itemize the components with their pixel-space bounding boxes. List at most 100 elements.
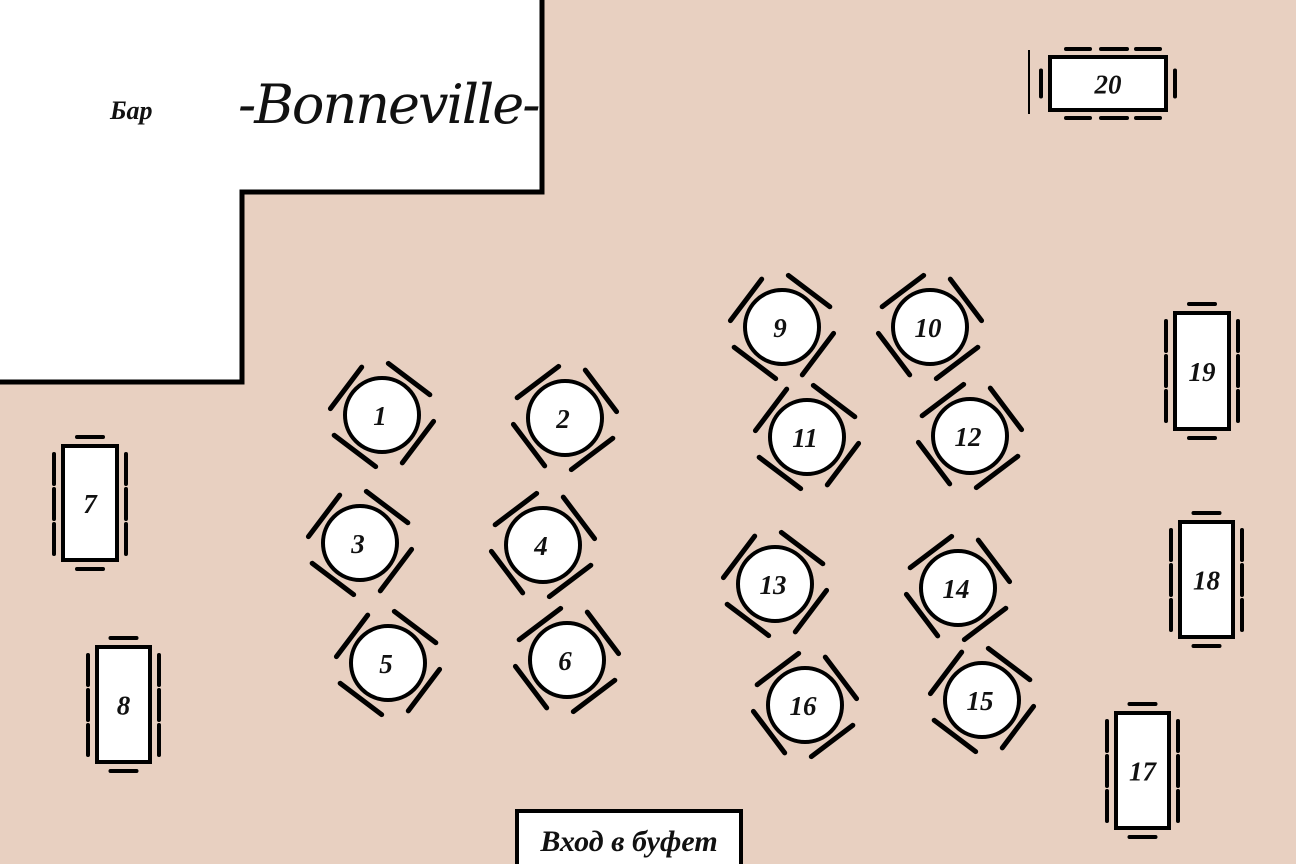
chair xyxy=(810,382,858,420)
chair xyxy=(405,666,443,714)
chair xyxy=(975,537,1013,585)
chair xyxy=(931,717,979,755)
table-top xyxy=(1048,55,1168,112)
chair xyxy=(824,440,862,488)
table-11[interactable]: 11 xyxy=(752,382,862,492)
table-top xyxy=(943,661,1021,739)
table-top xyxy=(321,504,399,582)
table-5[interactable]: 5 xyxy=(333,608,443,718)
entrance-box xyxy=(515,809,743,864)
chair xyxy=(512,663,550,711)
table-16[interactable]: 16 xyxy=(750,650,860,760)
bar-label: Бар xyxy=(109,96,153,125)
entrance-label: Вход в буфет xyxy=(539,825,717,858)
chair xyxy=(727,276,765,324)
table-number: 9 xyxy=(773,313,787,343)
table-4[interactable]: 4 xyxy=(488,490,598,600)
table-number: 4 xyxy=(533,531,548,561)
chair xyxy=(808,722,856,760)
entrance-button[interactable]: Вход в буфет xyxy=(515,809,743,864)
table-number: 12 xyxy=(955,422,982,452)
chair xyxy=(560,494,598,542)
chair xyxy=(985,645,1033,683)
chair xyxy=(377,546,415,594)
chair xyxy=(778,529,826,567)
chair xyxy=(546,562,594,600)
chair xyxy=(333,612,371,660)
chair xyxy=(385,360,433,398)
table-number: 20 xyxy=(1094,70,1123,100)
table-13[interactable]: 13 xyxy=(720,529,830,639)
table-3[interactable]: 3 xyxy=(305,488,415,598)
table-number: 18 xyxy=(1193,566,1221,596)
bar-area: Бар -Bonneville- xyxy=(0,0,545,385)
table-number: 1 xyxy=(373,401,387,431)
table-top xyxy=(768,398,846,476)
table-top xyxy=(919,549,997,627)
table-number: 19 xyxy=(1189,357,1217,387)
chair xyxy=(752,386,790,434)
chair xyxy=(754,650,802,688)
table-15[interactable]: 15 xyxy=(927,645,1037,755)
table-top xyxy=(766,666,844,744)
chair xyxy=(903,591,941,639)
table-number: 10 xyxy=(915,313,943,343)
table-number: 11 xyxy=(792,423,818,453)
chair xyxy=(391,608,439,646)
chair xyxy=(973,453,1021,491)
chair xyxy=(875,330,913,378)
chair xyxy=(927,649,965,697)
bar-counter xyxy=(0,0,545,385)
chair xyxy=(309,560,357,598)
table-8[interactable]: 8 xyxy=(86,636,161,773)
chair xyxy=(305,492,343,540)
table-number: 3 xyxy=(350,529,365,559)
table-top xyxy=(891,288,969,366)
chair xyxy=(756,454,804,492)
table-top xyxy=(95,645,152,764)
chair xyxy=(792,587,830,635)
table-2[interactable]: 2 xyxy=(510,363,620,473)
table-14[interactable]: 14 xyxy=(903,533,1013,643)
table-top xyxy=(1114,711,1171,830)
table-20[interactable]: 20 xyxy=(1039,47,1177,120)
table-top xyxy=(343,376,421,454)
table-1[interactable]: 1 xyxy=(327,360,437,470)
table-top xyxy=(743,288,821,366)
table-17[interactable]: 17 xyxy=(1105,702,1180,839)
chair xyxy=(987,385,1025,433)
table-19[interactable]: 19 xyxy=(1164,302,1240,440)
chair xyxy=(999,703,1037,751)
table-number: 8 xyxy=(117,691,131,721)
table-top xyxy=(349,624,427,702)
table-top xyxy=(504,506,582,584)
chair xyxy=(724,601,772,639)
chair xyxy=(799,330,837,378)
table-9[interactable]: 9 xyxy=(727,272,837,382)
table-6[interactable]: 6 xyxy=(512,605,622,715)
table-number: 14 xyxy=(943,574,970,604)
table-number: 15 xyxy=(967,686,994,716)
chair xyxy=(337,680,385,718)
chair xyxy=(907,533,955,571)
table-18[interactable]: 18 xyxy=(1169,511,1244,648)
table-number: 16 xyxy=(790,691,818,721)
table-number: 5 xyxy=(379,649,393,679)
chair xyxy=(933,344,981,382)
table-top xyxy=(526,379,604,457)
table-12[interactable]: 12 xyxy=(915,381,1025,491)
chair xyxy=(570,677,618,715)
chair xyxy=(492,490,540,528)
chair xyxy=(919,381,967,419)
chair xyxy=(720,533,758,581)
chair xyxy=(822,654,860,702)
chair xyxy=(750,708,788,756)
table-number: 17 xyxy=(1129,757,1158,787)
chair xyxy=(915,439,953,487)
chair xyxy=(510,421,548,469)
chair xyxy=(331,432,379,470)
table-number: 2 xyxy=(555,404,570,434)
table-7[interactable]: 7 xyxy=(52,435,128,571)
table-10[interactable]: 10 xyxy=(875,272,985,382)
